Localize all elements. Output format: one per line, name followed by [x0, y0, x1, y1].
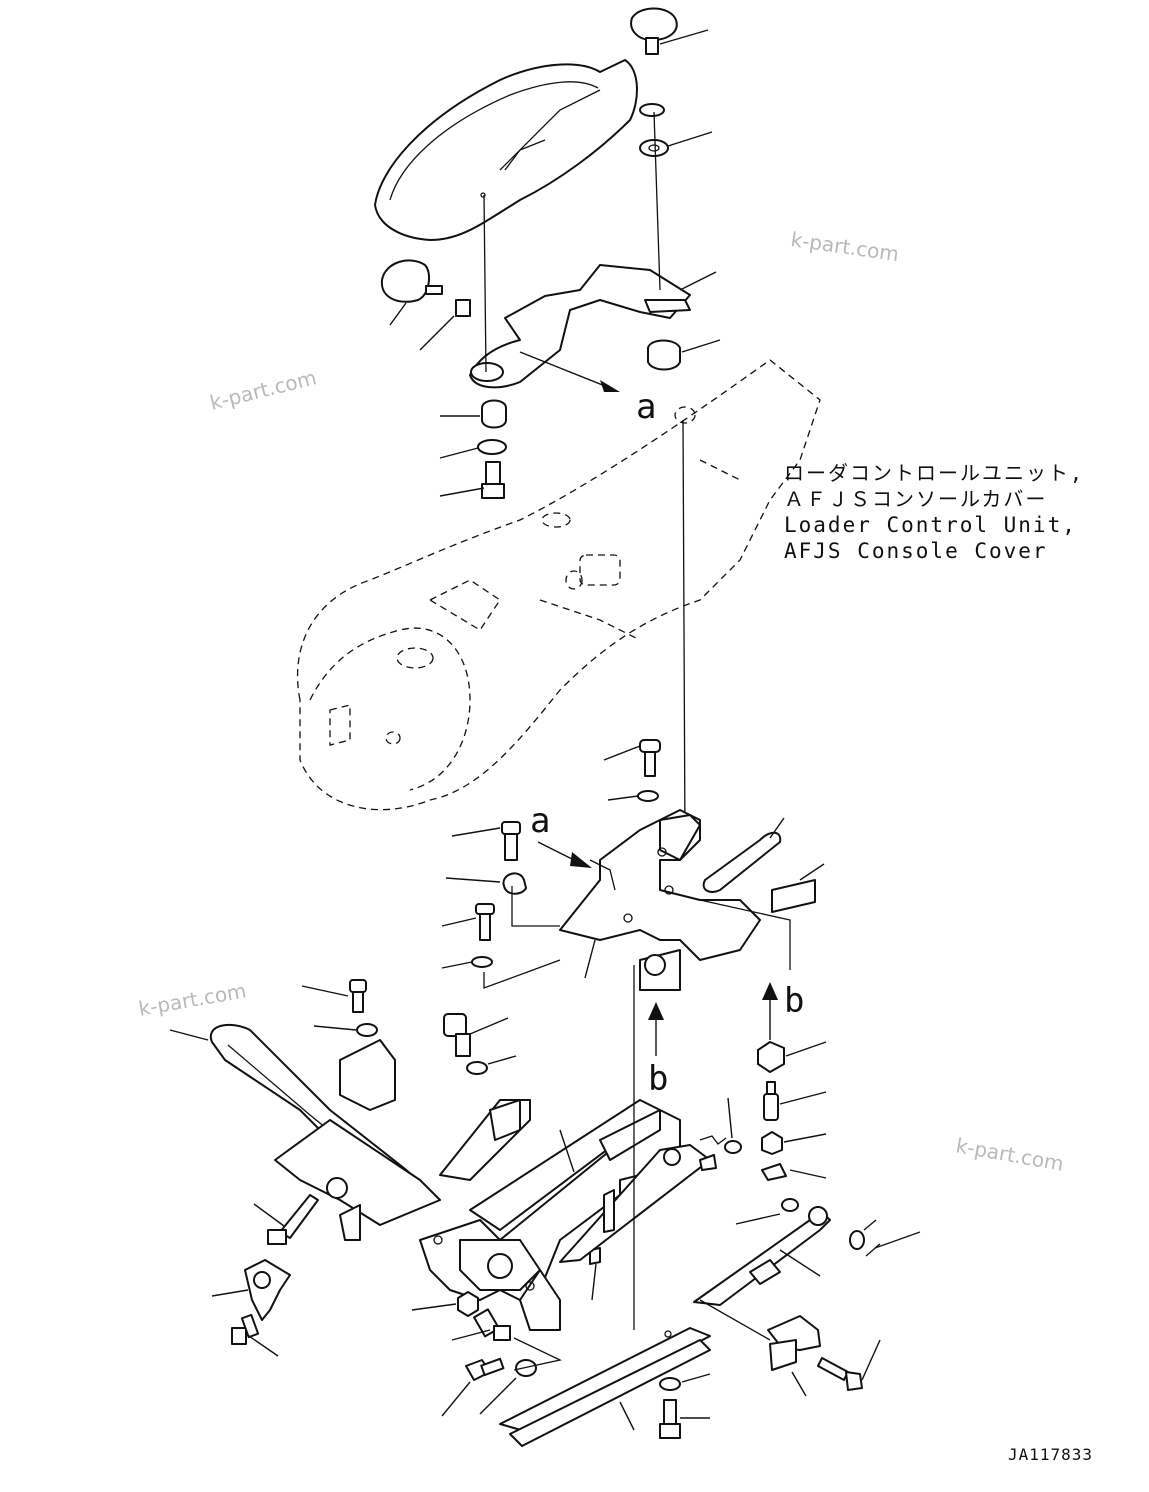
watermark-top-left: k-part.com: [207, 365, 318, 415]
washer: [466, 1061, 488, 1075]
console-label-jp-2: ＡＦＪＳコンソールカバー: [784, 487, 1047, 511]
stud: [763, 1081, 827, 1121]
rubber-mount: [647, 339, 681, 371]
drawing-code: JA117833: [1008, 1445, 1093, 1464]
bolt: [659, 1399, 710, 1439]
bolt: [481, 461, 505, 499]
bolt-small-top: [603, 739, 661, 777]
reference-marker-a-upper: a: [636, 387, 656, 427]
nut-small: [761, 1131, 827, 1155]
console-label-jp-1: ローダコントロールユニット,: [784, 461, 1084, 485]
washer: [637, 790, 659, 802]
console-label-en-1: Loader Control Unit,: [784, 513, 1077, 537]
watermark-mid-left: k-part.com: [137, 978, 248, 1021]
spacer: [455, 299, 471, 317]
nut-large: [757, 1041, 827, 1073]
pad: [771, 879, 816, 913]
washer: [659, 1377, 681, 1391]
hex-bolt: [817, 1339, 881, 1391]
angled-bolt: [253, 1194, 319, 1245]
slide-rail: [559, 1144, 711, 1263]
lever-handle: [767, 1315, 821, 1397]
clip: [849, 1230, 865, 1250]
bottom-rail: [499, 1327, 711, 1447]
screw: [441, 903, 495, 941]
bolt: [451, 1308, 511, 1341]
washer: [639, 103, 665, 117]
collar: [481, 399, 507, 429]
collar-small: [699, 1154, 717, 1171]
sensor-plate: [211, 1259, 291, 1321]
flange-bolt: [441, 1357, 505, 1417]
nut: [411, 1291, 479, 1317]
slide-bracket: [419, 1099, 681, 1331]
mounting-plate: [559, 809, 761, 991]
bolt-with-flange: [451, 821, 521, 861]
washer: [471, 956, 493, 968]
bolt: [301, 979, 367, 1013]
large-bolt: [443, 1013, 509, 1057]
rubber-cap: [445, 872, 527, 895]
pin-arrow: [865, 1231, 921, 1257]
left-knob: [380, 259, 443, 326]
armrest-bracket: [469, 264, 717, 389]
spring: [699, 1097, 742, 1154]
watermark-top-right: k-part.com: [789, 227, 900, 266]
watermark-mid-right: k-part.com: [954, 1133, 1065, 1176]
washer: [477, 439, 507, 455]
arrow-a-upper: [519, 351, 616, 391]
grab-handle-bracket: [169, 1023, 531, 1241]
armrest-pad: [374, 59, 638, 241]
reference-marker-b-lower: b: [648, 1059, 668, 1099]
washer: [639, 139, 669, 157]
top-knob: [630, 7, 709, 55]
console-cover-phantom: [296, 359, 821, 811]
slider-lever: [693, 1206, 831, 1306]
reference-marker-a-lower: a: [530, 801, 550, 841]
lever: [702, 817, 785, 893]
washer: [356, 1023, 378, 1037]
bushing: [781, 1198, 799, 1212]
pin: [589, 1247, 601, 1265]
reference-marker-b-right: b: [784, 981, 804, 1021]
bolt: [231, 1313, 279, 1357]
washer-plate: [761, 1163, 787, 1181]
console-label-en-2: AFJS Console Cover: [784, 539, 1048, 563]
